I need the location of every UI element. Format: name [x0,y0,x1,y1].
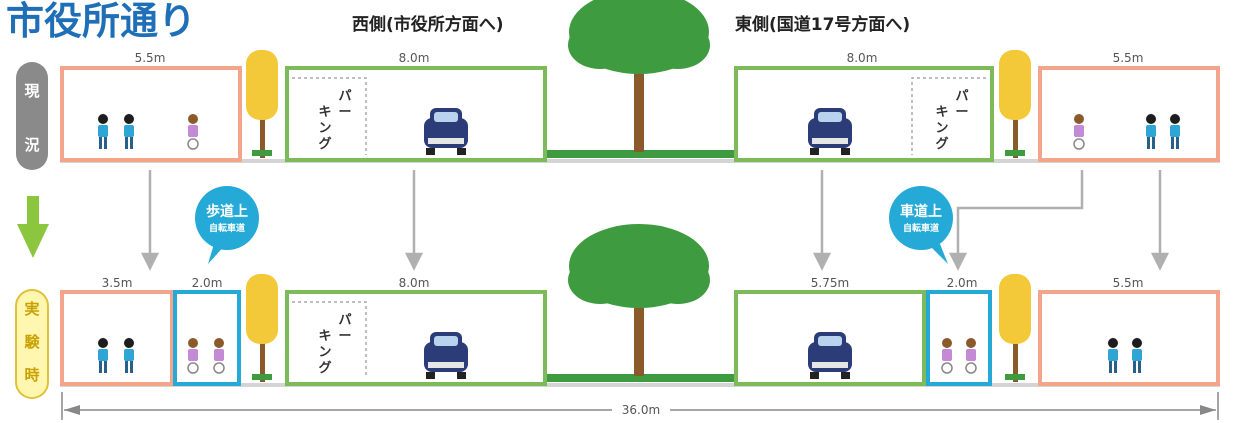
car-icon [808,332,852,379]
parking-char: ー [955,105,968,120]
width-exp-west-sidewalk: 3.5m [102,276,133,290]
width-current-east-road: 8.0m [847,51,878,65]
total-width-label: 36.0m [622,403,660,417]
parking-char: ー [338,105,351,120]
total-width-dimension: 36.0m [61,392,1219,420]
roadside-tree-icon [999,274,1031,382]
west-label: 西側(市役所方面へ) [352,14,504,35]
badge-current-char-2: 況 [24,136,39,154]
roadside-tree-icon [246,274,278,382]
width-exp-west-road: 8.0m [399,276,430,290]
bubble-east-line1: 車道上 [900,203,942,220]
roadside-tree-icon [246,50,278,158]
bubble-west-line1: 歩道上 [206,203,248,220]
badge-experiment-char-1: 実 [24,300,39,318]
roadside-tree-icon [999,50,1031,158]
page-title: 市役所通り [6,0,196,43]
bubble-east-bike-lane: 車道上 自転車道 [889,186,953,264]
parking-char: ン [318,345,331,360]
cyclist-icon [213,338,225,374]
parking-zone: パ ー キ ン グ [911,77,986,155]
pedestrian-icon [1146,114,1156,149]
parking-char: グ [935,136,948,152]
parking-char: パ [955,89,968,104]
parking-char: グ [318,136,331,152]
parking-char: ン [318,121,331,136]
median-tree-icon [568,224,710,376]
width-current-west-sidewalk: 5.5m [135,51,166,65]
parking-char: パ [338,313,351,328]
current-west-sidewalk [60,66,242,162]
exp-west-road [285,290,547,386]
badge-experiment-char-2: 験 [24,333,40,351]
width-exp-east-road: 5.75m [811,276,849,290]
pedestrian-icon [124,338,134,373]
east-label: 東側(国道17号方面へ) [735,14,910,35]
exp-east-bike-lane [926,290,992,386]
pedestrian-icon [1132,338,1142,373]
cyclist-icon [965,338,977,374]
exp-east-sidewalk [1038,290,1220,386]
parking-char: キ [935,105,948,120]
parking-zone: パ ー キ ン グ [292,77,367,155]
badge-experiment: 実 験 時 [15,289,49,399]
badge-experiment-char-3: 時 [24,366,39,384]
median-tree-icon [568,0,710,152]
pedestrian-icon [98,338,108,373]
bubble-east-line2: 自転車道 [903,222,939,234]
cyclist-icon [941,338,953,374]
cyclist-icon [187,114,199,150]
parking-char: グ [318,360,331,376]
pedestrian-icon [124,114,134,149]
exp-west-bike-lane [173,290,241,386]
width-exp-east-bike-lane: 2.0m [947,276,978,290]
width-exp-east-sidewalk: 5.5m [1113,276,1144,290]
parking-char: ー [338,329,351,344]
current-east-road [734,66,994,162]
bubble-west-bike-lane: 歩道上 自転車道 [195,186,259,264]
badge-current: 現 況 [16,62,48,170]
parking-char: キ [318,329,331,344]
parking-char: ン [935,121,948,136]
width-current-west-road: 8.0m [399,51,430,65]
width-exp-west-bike-lane: 2.0m [192,276,223,290]
parking-char: パ [338,89,351,104]
bubble-west-line2: 自転車道 [209,222,245,234]
pedestrian-icon [1170,114,1180,149]
pedestrian-icon [98,114,108,149]
exp-east-road [734,290,926,386]
down-arrow-icon [17,196,49,258]
parking-zone: パ ー キ ン グ [292,301,367,378]
current-west-road [285,66,547,162]
parking-char: キ [318,105,331,120]
car-icon [424,108,468,155]
current-east-sidewalk [1038,66,1220,162]
transition-arrows [140,170,1170,271]
cyclist-icon [187,338,199,374]
cyclist-icon [1073,114,1085,150]
width-current-east-sidewalk: 5.5m [1113,51,1144,65]
pedestrian-icon [1108,338,1118,373]
exp-west-sidewalk [60,290,174,386]
badge-current-char-1: 現 [24,82,39,100]
car-icon [808,108,852,155]
car-icon [424,332,468,379]
